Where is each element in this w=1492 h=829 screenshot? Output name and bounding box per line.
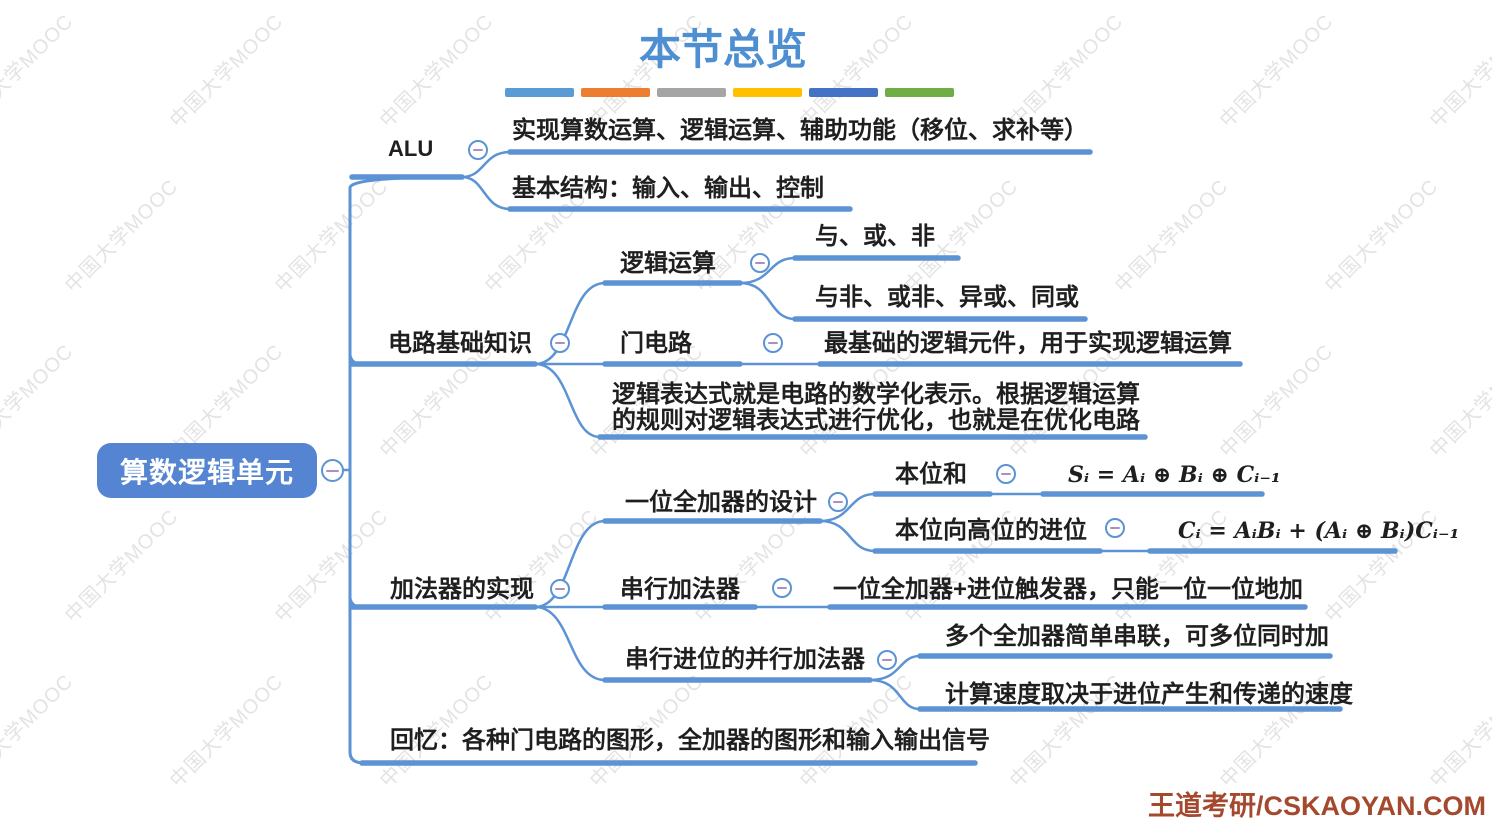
page-title: 本节总览 [638,26,807,73]
node-alu: ALU [388,136,434,161]
node-nand-nor-xor-xnor: 与非、或非、异或、同或 [815,284,1079,311]
node-sum-formula: Sᵢ = Aᵢ ⊕ Bᵢ ⊕ Cᵢ₋₁ [1068,462,1281,488]
legend-bar [581,88,650,97]
node-parallel-adder-desc1: 多个全加器简单串联，可多位同时加 [945,623,1329,650]
node-logic-operation: 逻辑运算 [620,250,716,277]
collapse-icon-serial[interactable] [772,578,792,598]
trunk-lines [342,175,460,765]
brand-footer: 王道考研/CSKAOYAN.COM [1147,791,1486,821]
node-alu-function: 实现算数运算、逻辑运算、辅助功能（移位、求补等） [512,117,1088,144]
node-sum-bit: 本位和 [895,461,967,488]
node-logic-expression-line2: 的规则对逻辑表达式进行优化，也就是在优化电路 [612,407,1140,434]
branch-underlines [349,149,1398,766]
legend-bar [733,88,802,97]
collapse-icon-circuit[interactable] [550,333,570,353]
collapse-icon-full-adder[interactable] [828,492,848,512]
node-and-or-not: 与、或、非 [815,223,935,250]
node-parallel-adder: 串行进位的并行加法器 [625,646,865,673]
node-alu-structure: 基本结构：输入、输出、控制 [512,175,824,202]
collapse-icon-logic-operation[interactable] [750,253,770,273]
collapse-icon-adder[interactable] [550,579,570,599]
legend-bar [505,88,574,97]
branch-connectors [460,150,1152,711]
node-full-adder-design: 一位全加器的设计 [625,489,817,516]
color-legend [505,88,954,97]
root-node-label: 算数逻辑单元 [119,456,294,488]
node-logic-expression-line1: 逻辑表达式就是电路的数学化表示。根据逻辑运算 [612,381,1140,408]
legend-bar [885,88,954,97]
legend-bar [657,88,726,97]
collapse-icon-root[interactable] [321,459,344,482]
collapse-icon-carry[interactable] [1105,518,1125,538]
node-recall: 回忆：各种门电路的图形，全加器的图形和输入输出信号 [390,727,990,754]
collapse-icon-alu[interactable] [468,140,488,160]
root-node: 算数逻辑单元 [97,443,317,498]
node-carry-formula: Cᵢ = AᵢBᵢ + (Aᵢ ⊕ Bᵢ)Cᵢ₋₁ [1178,518,1460,544]
node-gate-circuit: 门电路 [620,330,692,357]
collapse-icon-sum[interactable] [996,464,1016,484]
node-adder-implementation: 加法器的实现 [390,576,534,603]
node-circuit-basics: 电路基础知识 [388,330,532,357]
collapse-icon-gate[interactable] [763,333,783,353]
collapse-icon-parallel[interactable] [877,650,897,670]
node-carry-bit: 本位向高位的进位 [895,517,1087,544]
legend-bar [809,88,878,97]
node-gate-desc: 最基础的逻辑元件，用于实现逻辑运算 [824,330,1232,357]
node-parallel-adder-desc2: 计算速度取决于进位产生和传递的速度 [945,681,1353,708]
node-serial-adder: 串行加法器 [620,576,740,603]
node-serial-adder-desc: 一位全加器+进位触发器，只能一位一位地加 [833,576,1304,603]
